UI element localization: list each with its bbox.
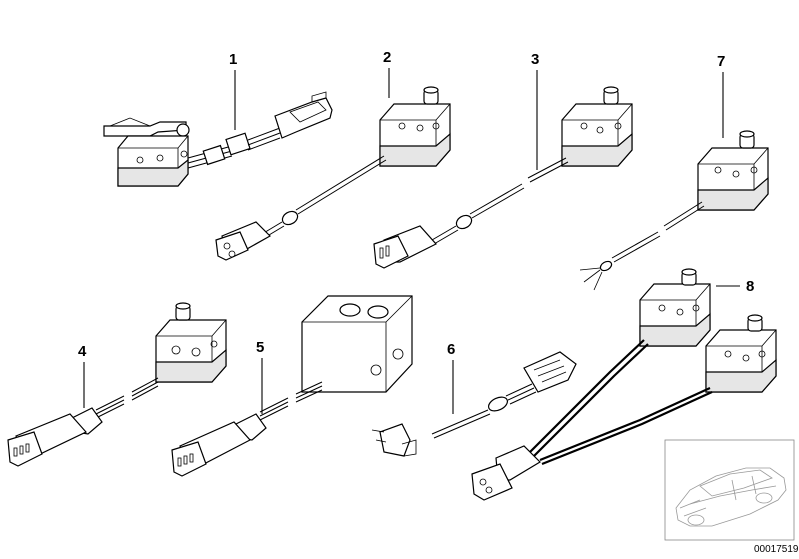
part-1-micro-switch-with-lever	[103, 91, 333, 187]
callout-1: 1	[229, 51, 237, 68]
callout-2: 2	[383, 49, 391, 66]
part-4-switch-sealed-connector	[7, 302, 227, 467]
part-5-housing-switch	[171, 295, 413, 477]
part-6-sensor-with-connector	[371, 351, 577, 457]
part-3-switch-with-cable	[373, 86, 633, 269]
reference-number: 00017519	[754, 544, 799, 555]
callout-6: 6	[447, 341, 455, 358]
car-outline-icon	[675, 467, 787, 527]
vehicle-location-thumbnail	[664, 439, 795, 541]
part-8-double-switch-harness	[471, 268, 777, 501]
callout-lines	[83, 68, 740, 414]
callout-5: 5	[256, 339, 264, 356]
part-7-switch-with-wires	[579, 130, 769, 291]
part-2-switch-with-cable	[215, 86, 451, 261]
callout-3: 3	[531, 51, 539, 68]
callout-labels: 1 2 3 7 8 4 5 6	[78, 49, 754, 360]
callout-8: 8	[746, 278, 754, 295]
callout-7: 7	[717, 53, 725, 70]
callout-4: 4	[78, 343, 87, 360]
